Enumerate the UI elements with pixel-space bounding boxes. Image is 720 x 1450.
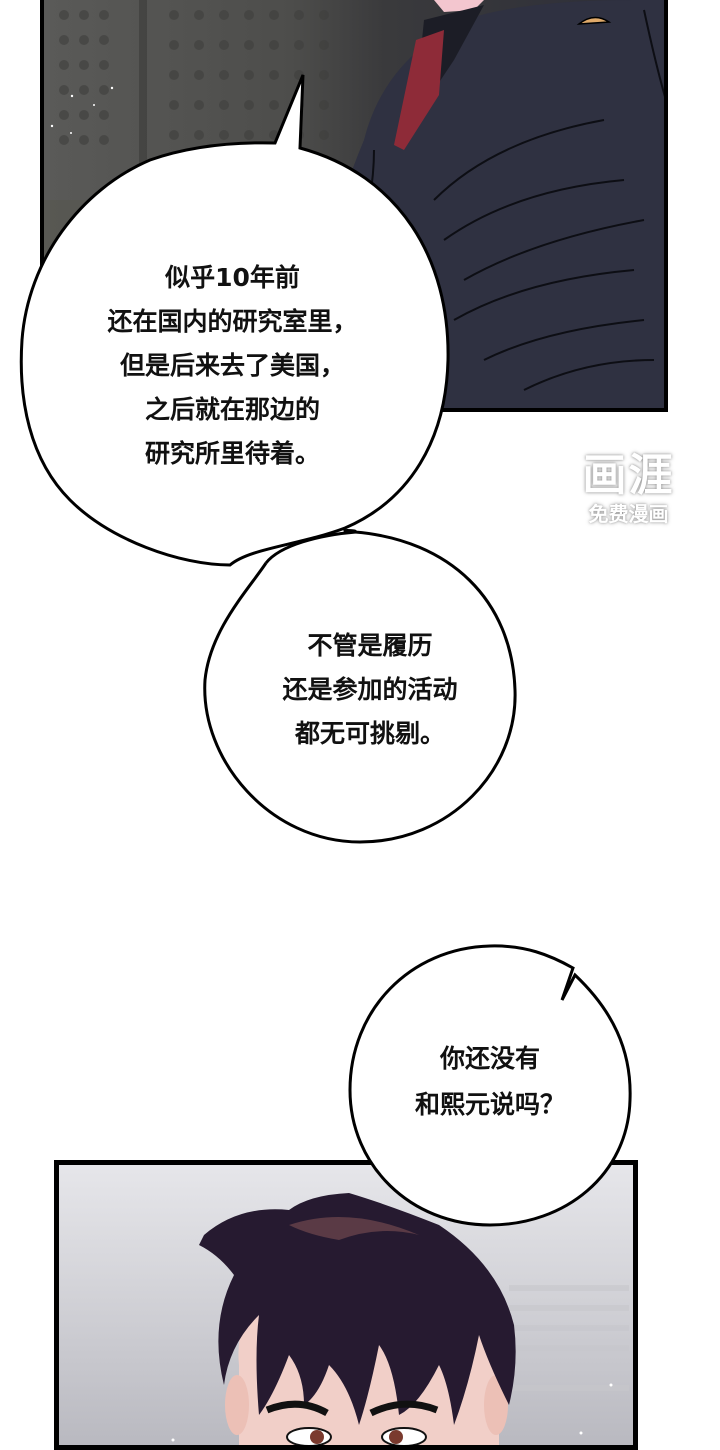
bubble-1-line-2: 还在国内的研究室里，	[107, 307, 358, 336]
bubble-3-text: 你还没有 和熙元说吗？	[380, 1036, 600, 1128]
watermark-logo: 画涯	[582, 450, 675, 501]
bubble-2-line-2: 还是参加的活动	[282, 675, 458, 704]
bubble-1-line-3: 但是后来去了美国，	[119, 351, 345, 380]
bubble-1-line-5: 研究所里待着。	[144, 439, 320, 468]
watermark-subtitle: 免费漫画	[588, 502, 669, 526]
bubble-1-line-1: 似乎10年前	[165, 263, 300, 292]
wall-pattern	[59, 10, 329, 170]
comic-panel-2	[54, 1160, 638, 1450]
bubble-3-line-2: 和熙元说吗？	[414, 1090, 565, 1119]
panel-2-artwork	[171, 1193, 629, 1445]
watermark: 画涯 免费漫画	[566, 450, 691, 526]
bubble-2-text: 不管是履历 还是参加的活动 都无可挑剔。	[230, 624, 510, 756]
suit-folds	[353, 9, 664, 391]
bubble-1-text: 似乎10年前 还在国内的研究室里， 但是后来去了美国， 之后就在那边的 研究所里…	[40, 256, 425, 476]
bubble-2-line-3: 都无可挑剔。	[294, 719, 445, 748]
bubble-2-line-1: 不管是履历	[307, 631, 433, 660]
bubble-3-line-1: 你还没有	[439, 1044, 540, 1073]
bubble-1-line-4: 之后就在那边的	[144, 395, 320, 424]
